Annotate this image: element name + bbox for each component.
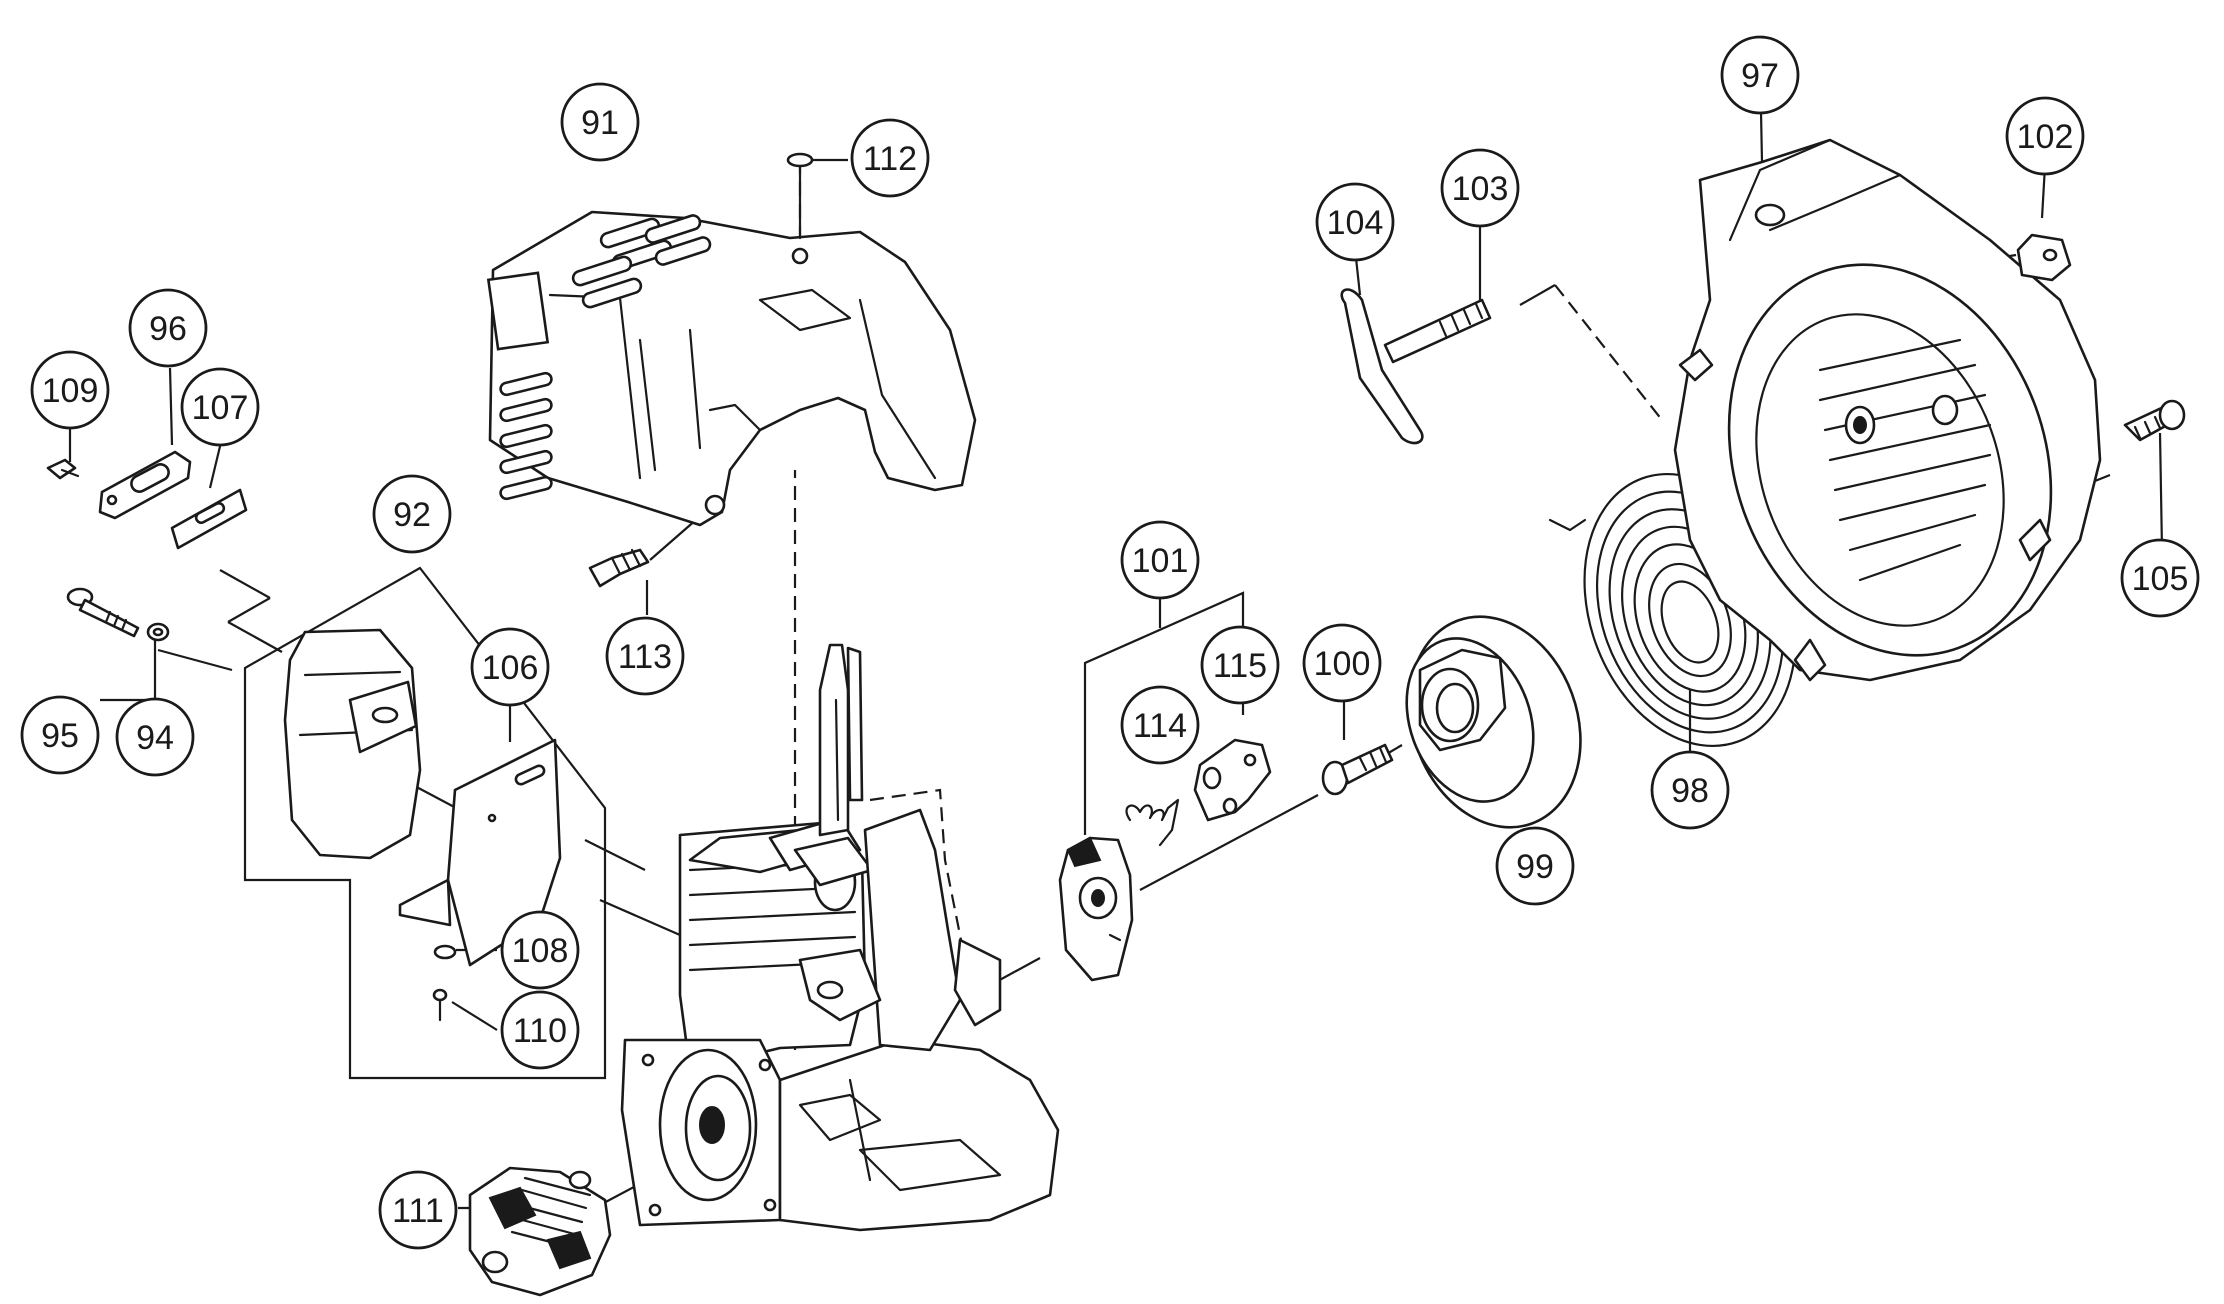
callout-circle: [500, 990, 580, 1070]
washer-108: [433, 944, 457, 960]
callout-label: 112: [863, 140, 917, 178]
callout-circle: [115, 697, 195, 777]
callout-circle: [2005, 96, 2085, 176]
callout-label: 108: [512, 932, 569, 970]
callout-label: 103: [1452, 170, 1509, 208]
callout-bubble-94: 94: [115, 697, 195, 777]
washer-94: [146, 622, 170, 642]
callout-bubble-101: 101: [1120, 520, 1200, 600]
callout-bubble-114: 114: [1120, 685, 1200, 765]
callout-circle: [1650, 750, 1730, 830]
callout-bubble-103: 103: [1440, 148, 1520, 228]
callout-bubble-115: 115: [1200, 625, 1280, 705]
callout-circle: [1495, 826, 1575, 906]
spring-114: [1125, 798, 1180, 847]
callout-circle: [30, 350, 110, 430]
callout-label: 102: [2017, 118, 2074, 156]
callout-bubble-91: 91: [560, 82, 640, 162]
engine-cover: [486, 210, 977, 527]
callout-bubble-106: 106: [470, 627, 550, 707]
callout-circle: [1120, 520, 1200, 600]
callout-circle: [850, 118, 930, 198]
plate-96: [98, 450, 192, 520]
callout-bubble-99: 99: [1495, 826, 1575, 906]
callout-label: 106: [482, 649, 539, 687]
callout-bubble-92: 92: [372, 474, 452, 554]
housing-97: [1673, 138, 2102, 682]
pawl-115: [1193, 738, 1272, 822]
clutch-111: [468, 1166, 612, 1297]
callout-label: 96: [149, 310, 187, 348]
callout-circle: [470, 627, 550, 707]
callout-bubble-112: 112: [850, 118, 930, 198]
callout-label: 95: [41, 717, 79, 755]
callout-bubbles: 91 92 94 95 96 97 98 99 100 101 102 103 104 105 106 107…: [20, 35, 2200, 1250]
callout-label: 114: [1133, 707, 1187, 745]
callout-circle: [1440, 148, 1520, 228]
screw-100: [1321, 743, 1394, 796]
callout-bubble-96: 96: [128, 288, 208, 368]
callout-label: 105: [2132, 560, 2189, 598]
callout-bubble-104: 104: [1315, 182, 1395, 262]
callout-label: 101: [1132, 542, 1189, 580]
callout-bubble-113: 113: [605, 616, 685, 696]
callout-label: 113: [618, 638, 672, 676]
callout-bubble-107: 107: [180, 367, 260, 447]
callout-label: 100: [1314, 645, 1371, 683]
callout-label: 98: [1671, 772, 1709, 810]
screw-109: [46, 458, 80, 480]
callout-label: 107: [192, 389, 249, 427]
callout-label: 110: [513, 1012, 567, 1050]
callout-bubble-95: 95: [20, 695, 100, 775]
callout-bubble-110: 110: [500, 990, 580, 1070]
callout-bubble-97: 97: [1720, 35, 1800, 115]
bolt-113: [588, 548, 650, 588]
callout-circle: [1200, 625, 1280, 705]
callout-label: 104: [1327, 204, 1384, 242]
callout-circle: [372, 474, 452, 554]
callout-circle: [378, 1170, 458, 1250]
callout-label: 94: [136, 719, 174, 757]
callout-bubble-109: 109: [30, 350, 110, 430]
bolt-95: [66, 587, 140, 638]
shaft-103: [1383, 298, 1492, 364]
bolt-105: [2123, 399, 2186, 442]
callout-bubble-100: 100: [1302, 623, 1382, 703]
callout-label: 92: [393, 496, 431, 534]
muffler-92: [283, 628, 422, 860]
pulley-99: [1405, 615, 1582, 829]
callout-circle: [2120, 538, 2200, 618]
callout-label: 111: [392, 1192, 444, 1230]
block-102: [2016, 233, 2072, 282]
callout-circle: [180, 367, 260, 447]
callout-bubble-102: 102: [2005, 96, 2085, 176]
callout-circle: [1302, 623, 1382, 703]
callout-circle: [560, 82, 640, 162]
callout-label: 97: [1741, 57, 1779, 95]
callout-circle: [1720, 35, 1800, 115]
callout-bubble-98: 98: [1650, 750, 1730, 830]
callout-circle: [128, 288, 208, 368]
callout-circle: [605, 616, 685, 696]
gasket-107: [170, 488, 248, 550]
handle-104: [1340, 288, 1424, 445]
callout-label: 99: [1516, 848, 1554, 886]
callout-label: 115: [1213, 647, 1267, 685]
callout-circle: [500, 910, 580, 990]
callout-circle: [1315, 182, 1395, 262]
callout-label: 91: [581, 104, 619, 142]
callout-circle: [20, 695, 100, 775]
screw-110: [432, 988, 448, 1022]
callout-bubble-111: 111: [378, 1170, 458, 1250]
callout-bubble-105: 105: [2120, 538, 2200, 618]
pin-112: [786, 152, 814, 240]
engine-block: [620, 643, 1060, 1232]
callout-bubble-108: 108: [500, 910, 580, 990]
module-101: [1058, 836, 1134, 982]
callout-label: 109: [42, 372, 99, 410]
callout-circle: [1120, 685, 1200, 765]
